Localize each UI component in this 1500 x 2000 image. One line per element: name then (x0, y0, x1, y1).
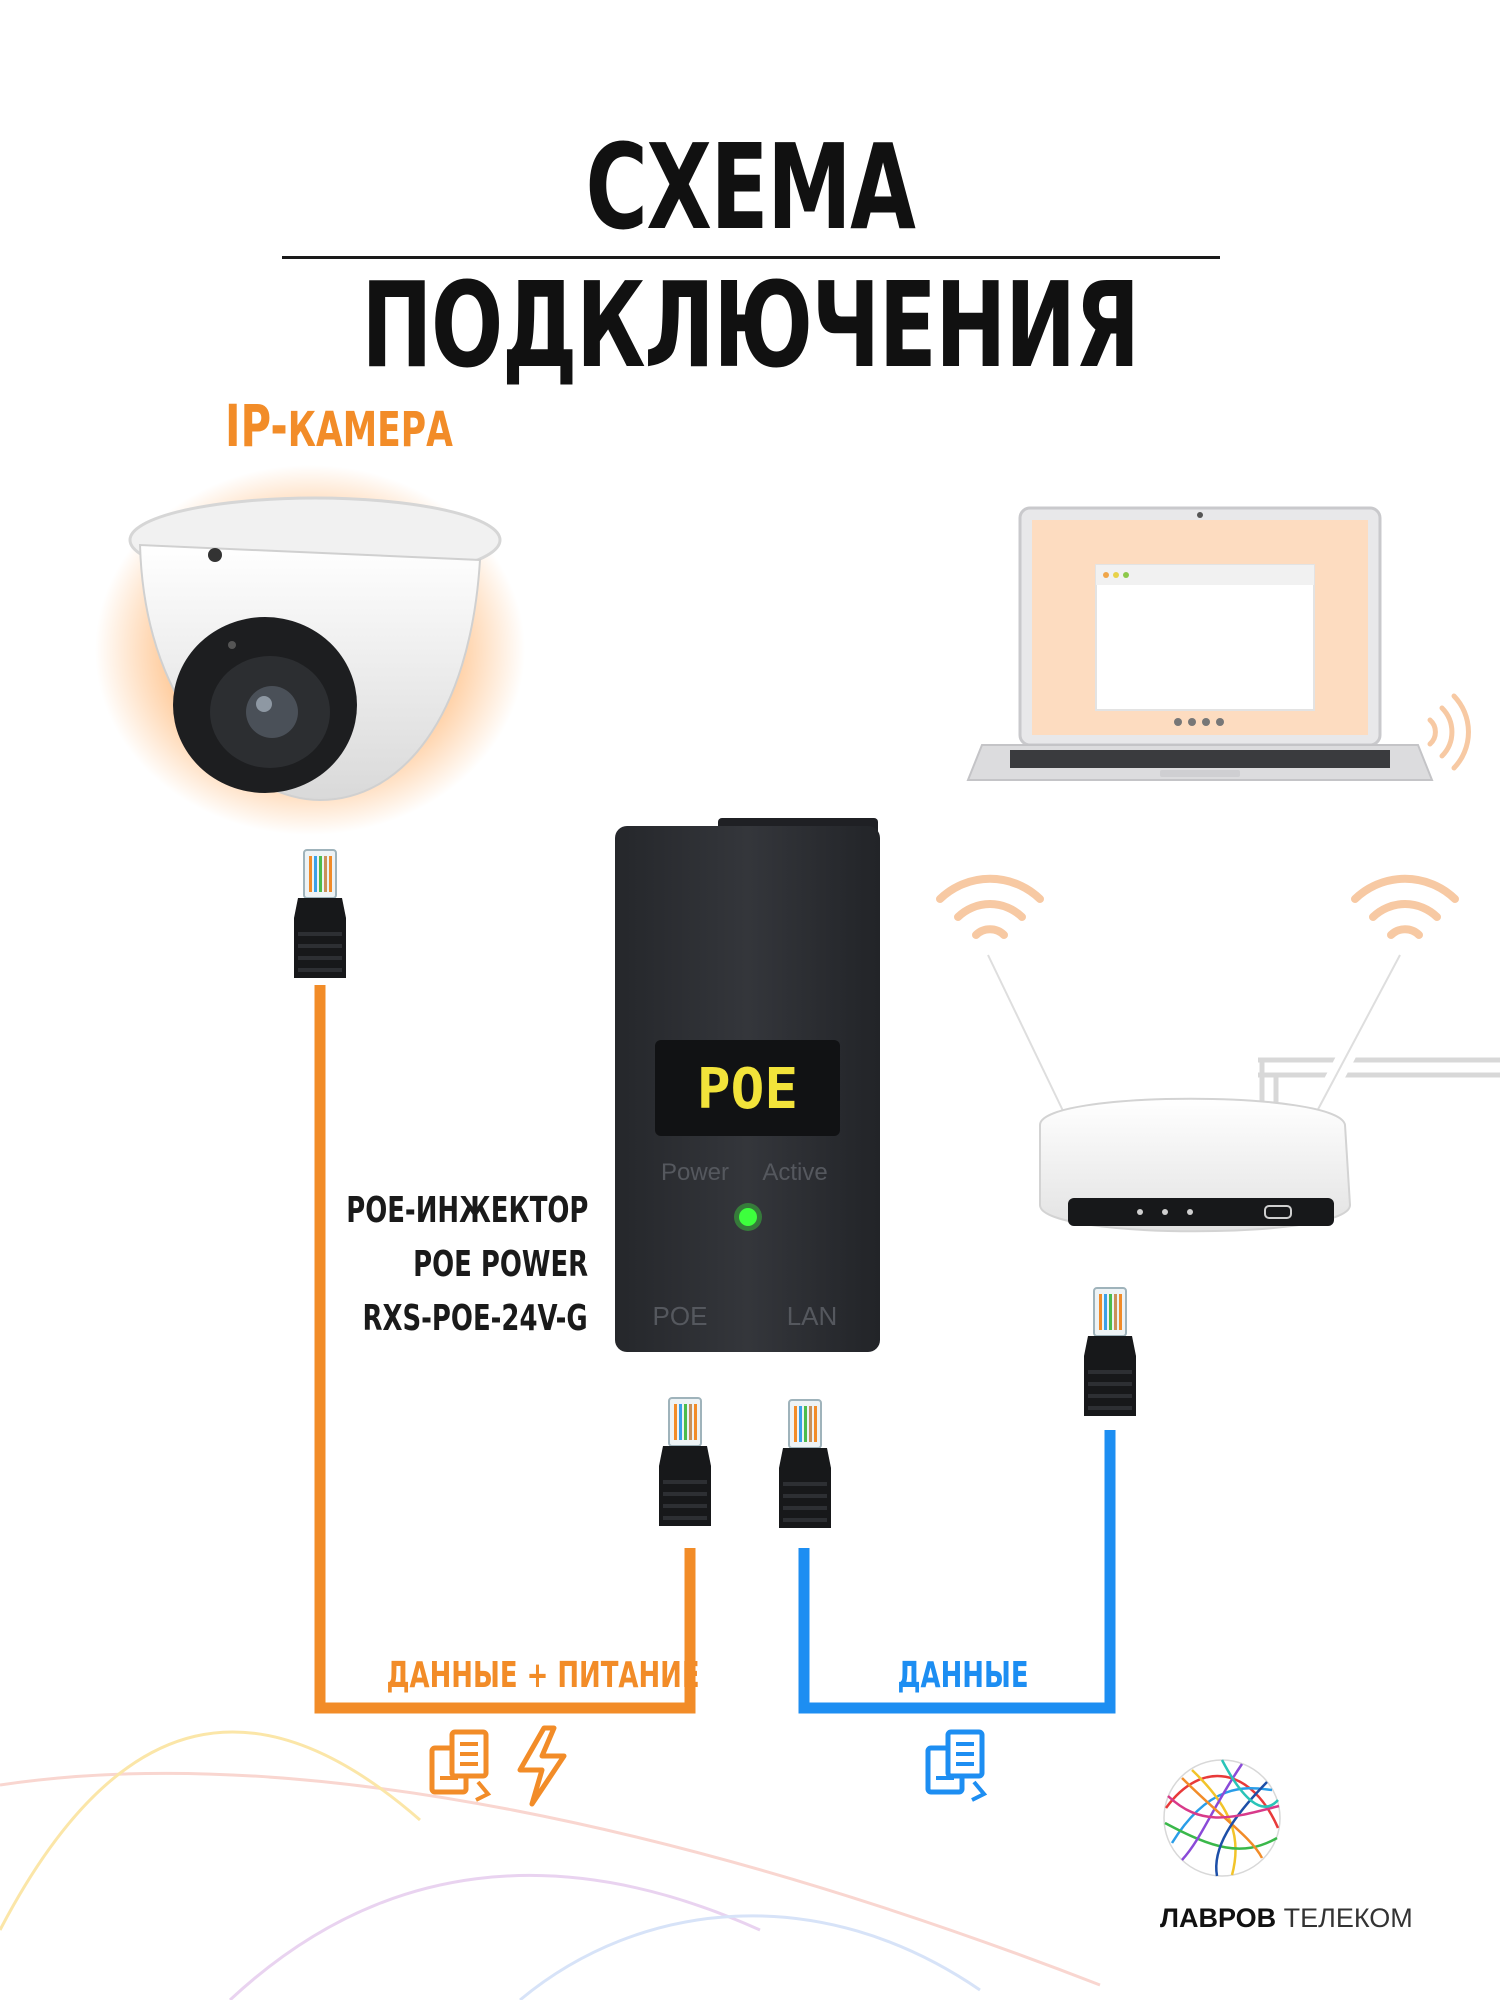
camera-rj45-plug (293, 849, 347, 979)
brand-name: ЛАВРОВ ТЕЛЕКОМ (1160, 1903, 1413, 1934)
brand-name-bold: ЛАВРОВ (1160, 1903, 1277, 1933)
laptop-wifi-icon (1427, 693, 1471, 771)
laptop (966, 506, 1434, 781)
green-led-icon (739, 1208, 757, 1226)
injector-label-line1: POE-ИНЖЕКТОР (345, 1190, 588, 1231)
title-underline (282, 256, 1220, 259)
blue-cable-label: ДАННЫЕ (897, 1655, 1029, 1696)
router-wifi-right-icon (1355, 879, 1455, 935)
ip-camera (95, 465, 525, 835)
blue-cable (798, 1430, 1116, 1714)
injector-lan-rj45-plug (778, 1399, 832, 1529)
poe-injector: POE Power Active POE LAN (615, 818, 880, 1352)
injector-label-line3: RXS-POE-24V-G (362, 1298, 588, 1339)
brand-logo-globe (1163, 1759, 1281, 1877)
brand-name-thin: ТЕЛЕКОМ (1283, 1903, 1413, 1933)
documents-exchange-icon (925, 1729, 988, 1802)
lan-port-label: LAN (787, 1301, 838, 1331)
injector-label-line2: POE POWER (412, 1244, 588, 1285)
poe-badge-text: POE (697, 1057, 798, 1122)
browser-window (1095, 564, 1315, 711)
lightning-icon (517, 1725, 567, 1807)
orange-cable-label: ДАННЫЕ + ПИТАНИЕ (386, 1655, 700, 1696)
camera-label: IP-КАМЕРА (225, 392, 453, 460)
router-wifi-left-icon (940, 879, 1040, 935)
documents-exchange-icon (429, 1729, 492, 1802)
camera-label-prefix: IP- (225, 392, 288, 460)
background-swooshes (0, 1730, 1101, 2000)
orange-cable (314, 985, 696, 1714)
poe-port-label: POE (653, 1301, 708, 1331)
page-title: СХЕМА ПОДКЛЮЧЕНИЯ (361, 118, 1140, 394)
camera-label-rest: КАМЕРА (287, 402, 453, 458)
active-indicator-label: Active (762, 1159, 827, 1186)
wifi-router (979, 946, 1500, 1233)
router-rj45-plug (1083, 1287, 1137, 1417)
injector-poe-rj45-plug (658, 1397, 712, 1527)
power-indicator-label: Power (661, 1159, 729, 1186)
